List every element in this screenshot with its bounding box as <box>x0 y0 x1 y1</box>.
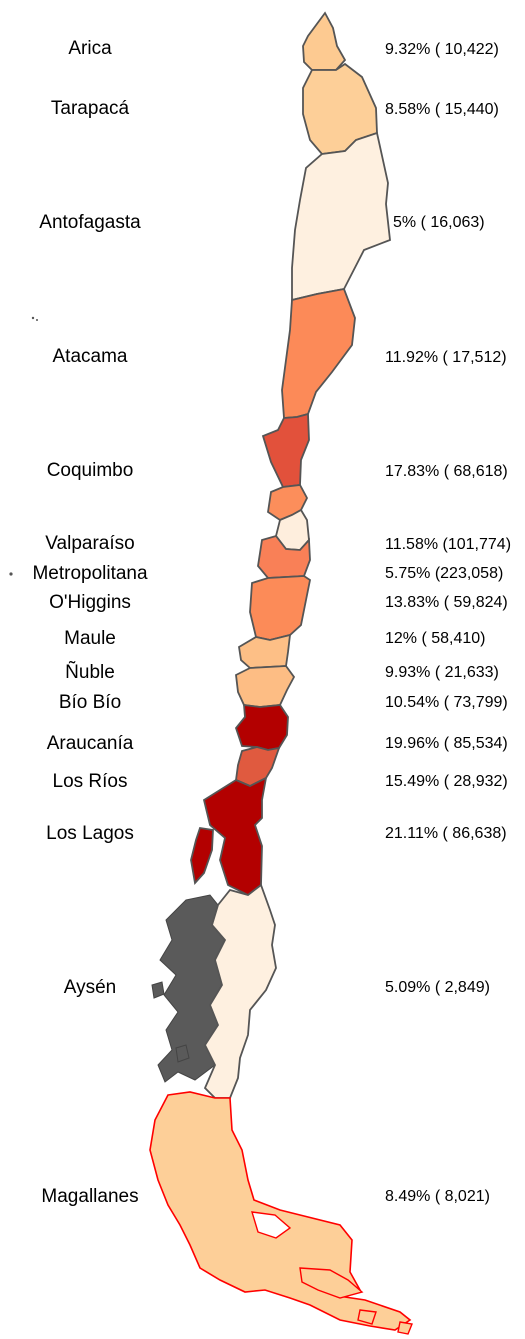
region-arica[interactable] <box>302 11 347 71</box>
map-islet-dot <box>31 316 35 320</box>
region-atacama[interactable] <box>281 287 356 419</box>
region-value-maule: 12% ( 58,410) <box>385 630 486 647</box>
region-nuble[interactable] <box>238 633 292 669</box>
region-losrios[interactable] <box>235 746 281 787</box>
region-value-losrios: 15.49% ( 28,932) <box>385 773 508 790</box>
region-value-coquimbo: 17.83% ( 68,618) <box>385 463 508 480</box>
region-value-aysen: 5.09% ( 2,849) <box>385 979 490 996</box>
magallanes-island-tierra-del-fuego <box>299 1267 364 1299</box>
region-label-nuble: Ñuble <box>65 662 115 683</box>
region-value-araucania: 19.96% ( 85,534) <box>385 735 508 752</box>
region-label-ohiggins: O'Higgins <box>49 592 131 613</box>
region-value-valparaiso: 11.58% (101,774) <box>385 536 512 553</box>
region-label-maule: Maule <box>64 628 116 649</box>
region-value-tarapaca: 8.58% ( 15,440) <box>385 101 499 118</box>
map-islet-dot <box>36 319 38 321</box>
region-maule[interactable] <box>249 575 312 641</box>
region-label-losrios: Los Ríos <box>52 771 128 792</box>
region-label-metropolitana: Metropolitana <box>32 563 148 584</box>
region-value-atacama: 11.92% ( 17,512) <box>385 349 507 366</box>
region-ohiggins[interactable] <box>257 534 311 579</box>
region-value-biobio: 10.54% ( 73,799) <box>385 694 508 711</box>
region-label-arica: Arica <box>68 38 112 59</box>
magallanes-channel-cut <box>251 1211 292 1239</box>
region-label-aysen: Aysén <box>63 977 117 998</box>
region-magallanes[interactable] <box>149 1091 412 1331</box>
region-label-atacama: Atacama <box>52 346 128 367</box>
aysen-islet-1 <box>151 981 165 999</box>
region-label-araucania: Araucanía <box>46 733 134 754</box>
magallanes-islet-1 <box>357 1309 377 1325</box>
region-label-antofagasta: Antofagasta <box>39 212 141 233</box>
region-biobio[interactable] <box>235 665 296 708</box>
region-value-metropolitana: 5.75% (223,058) <box>385 565 504 582</box>
region-label-valparaiso: Valparaíso <box>45 533 135 554</box>
region-value-arica: 9.32% ( 10,422) <box>385 41 499 58</box>
region-label-magallanes: Magallanes <box>41 1186 139 1207</box>
region-label-coquimbo: Coquimbo <box>46 460 134 481</box>
magallanes-islet-2 <box>397 1321 413 1335</box>
region-value-ohiggins: 13.83% ( 59,824) <box>385 594 508 611</box>
region-value-magallanes: 8.49% ( 8,021) <box>385 1188 490 1205</box>
region-label-tarapaca: Tarapacá <box>50 98 130 119</box>
region-loslagos-chiloe[interactable] <box>190 826 214 885</box>
map-islet-dot <box>9 572 13 576</box>
region-antofagasta[interactable] <box>291 131 391 302</box>
region-label-loslagos: Los Lagos <box>46 823 134 844</box>
region-araucania[interactable] <box>234 703 289 751</box>
region-label-biobio: Bío Bío <box>58 692 122 713</box>
region-value-antofagasta: 5% ( 16,063) <box>393 214 485 231</box>
aysen-islet-2 <box>175 1044 190 1063</box>
region-value-nuble: 9.93% ( 21,633) <box>385 664 499 681</box>
region-value-loslagos: 21.11% ( 86,638) <box>385 825 507 842</box>
region-coquimbo[interactable] <box>261 412 310 488</box>
